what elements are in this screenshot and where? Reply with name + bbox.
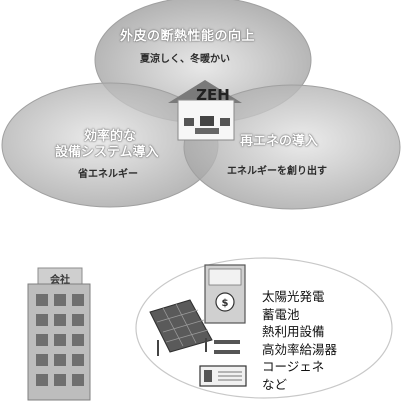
zeh-house-icon: [168, 80, 242, 141]
venn-left-title-line2: 設備システム導入: [55, 145, 159, 160]
solar-panel-icon: [149, 299, 213, 356]
svg-text:$: $: [222, 298, 229, 309]
equipment-item: 蓄電池: [262, 306, 300, 322]
equipment-illustration: $: [27, 257, 393, 401]
venn-diagram: [1, 0, 401, 210]
building-sign: 会社: [50, 275, 70, 286]
battery-icon: $: [204, 264, 246, 324]
equipment-item: など: [262, 376, 288, 392]
venn-right-subtitle: エネルギーを創り出す: [227, 166, 327, 177]
equipment-item: コージェネ: [262, 359, 325, 374]
venn-top-subtitle: 夏涼しく、冬暖かい: [140, 54, 230, 65]
cogeneration-icon: [199, 365, 247, 387]
office-building-icon: [27, 267, 91, 401]
venn-circle-right: [183, 84, 401, 210]
zeh-label: ZEH: [196, 86, 230, 104]
venn-left-subtitle: 省エネルギー: [78, 169, 138, 180]
equipment-item: 太陽光発電: [262, 289, 325, 304]
equipment-list: 太陽光発電 蓄電池 熱利用設備 高効率給湯器 コージェネ など: [262, 288, 337, 393]
venn-top-title: 外皮の断熱性能の向上: [120, 29, 256, 44]
water-heater-icon: [214, 340, 240, 354]
equipment-item: 熱利用設備: [262, 324, 325, 339]
equipment-oval: [135, 257, 393, 399]
equipment-item: 高効率給湯器: [262, 341, 338, 357]
venn-right-title: 再エネの導入: [240, 134, 319, 149]
venn-left-title-line1: 効率的な: [83, 129, 136, 144]
